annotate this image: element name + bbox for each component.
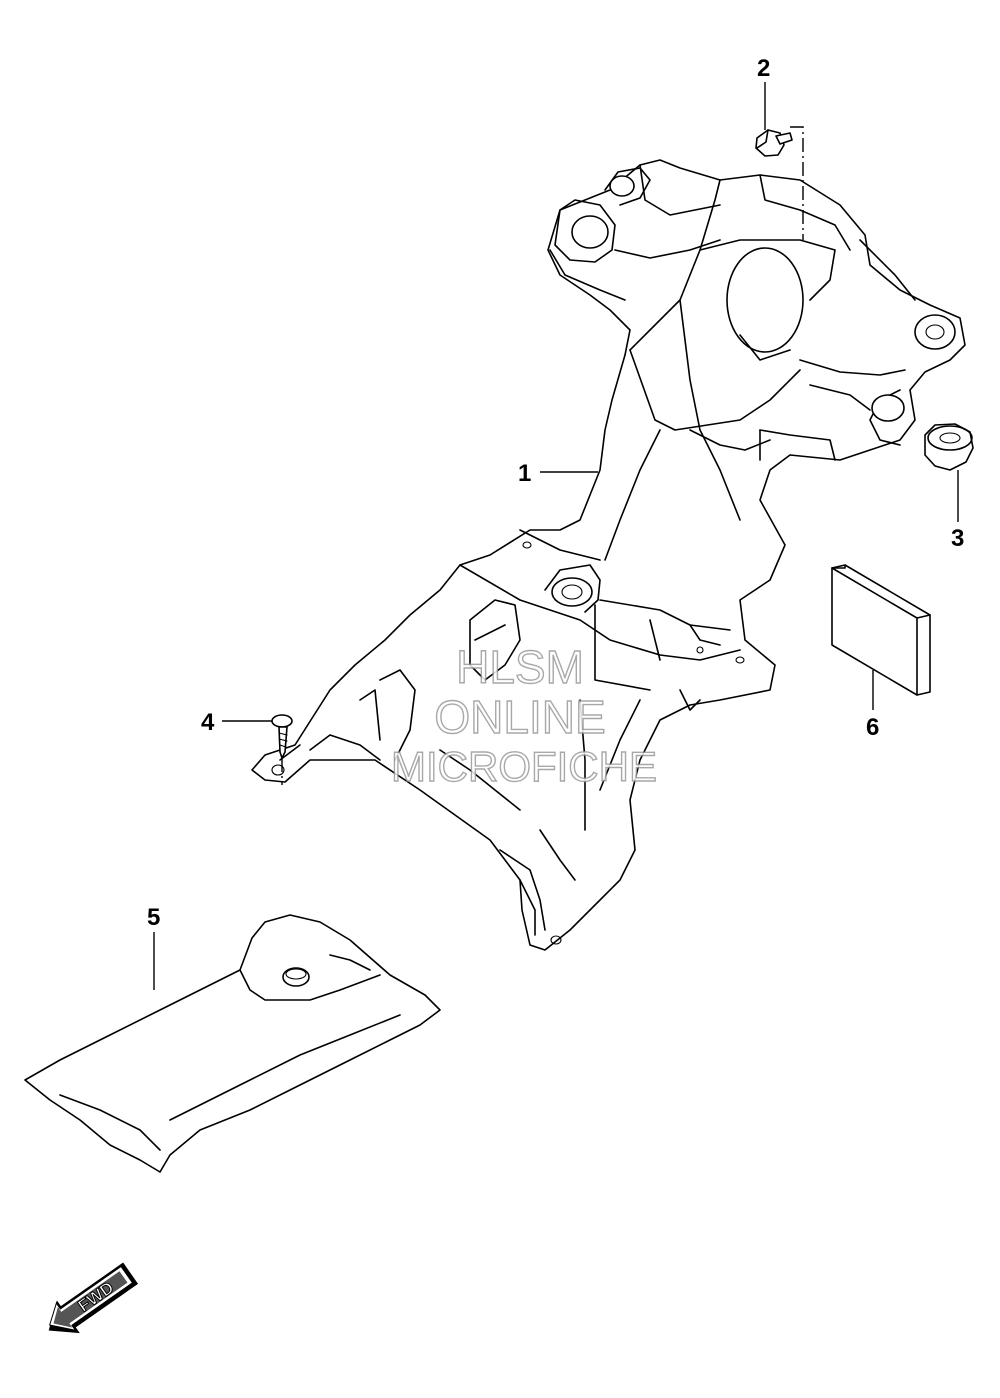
watermark: HLSM ONLINE MICROFICHE	[390, 640, 657, 790]
watermark-line-1: HLSM	[456, 641, 584, 693]
part-2-bolt[interactable]	[755, 129, 793, 157]
callout-1: 1	[518, 460, 531, 487]
callout-6: 6	[866, 714, 879, 741]
watermark-line-3: MICROFICHE	[391, 743, 657, 790]
callout-5: 5	[147, 904, 160, 931]
part-4-screw[interactable]	[271, 714, 293, 759]
leader-lines	[153, 82, 959, 990]
callout-3: 3	[951, 525, 964, 552]
part-1-rear-fender[interactable]	[251, 159, 966, 951]
fwd-direction-badge: FWD	[48, 1262, 139, 1334]
part-6-label[interactable]	[831, 564, 931, 696]
callout-2: 2	[757, 55, 770, 82]
watermark-line-2: ONLINE	[434, 691, 605, 743]
callout-4: 4	[201, 709, 215, 736]
part-5-mud-guard[interactable]	[24, 914, 441, 1173]
part-3-cushion[interactable]	[924, 423, 974, 471]
